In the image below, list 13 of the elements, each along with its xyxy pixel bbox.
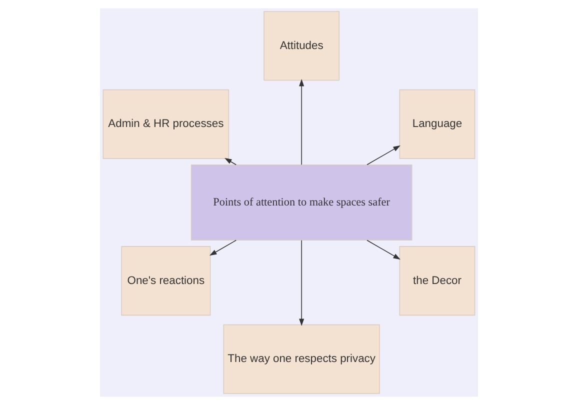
node-box: Attitudes [263,11,340,81]
arrow [208,240,236,256]
node-box: Points of attention to make spaces safer [190,164,412,240]
arrow [366,145,400,166]
node-box: The way one respects privacy [222,324,380,394]
node-box: Admin & HR processes [102,89,229,159]
node-box: the Decor [398,246,475,316]
arrow [298,240,304,326]
node-box: Language [398,89,475,159]
arrow [298,79,304,165]
arrow [366,240,400,260]
arrow [224,158,236,166]
node-box: One's reactions [120,246,210,316]
